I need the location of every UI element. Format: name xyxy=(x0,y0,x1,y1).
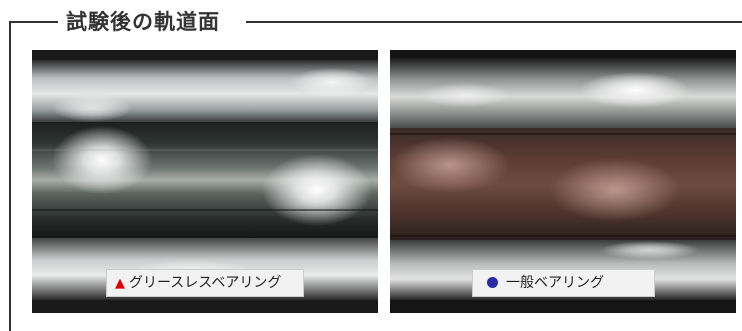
greaseless-bearing-caption: ▲ グリースレスベアリング xyxy=(106,269,304,297)
standard-bearing-caption: 一般ベアリング xyxy=(472,269,655,297)
greaseless-bearing-label: グリースレスベアリング xyxy=(129,275,282,291)
section-title: 試験後の軌道面 xyxy=(62,6,224,36)
greaseless-bearing-raceway-photo: ▲ グリースレスベアリング xyxy=(32,50,378,313)
standard-bearing-label: 一般ベアリング xyxy=(506,275,604,291)
red-triangle-icon: ▲ xyxy=(115,276,125,291)
blue-circle-icon xyxy=(487,277,498,288)
standard-bearing-raceway-photo: 一般ベアリング xyxy=(390,50,736,313)
